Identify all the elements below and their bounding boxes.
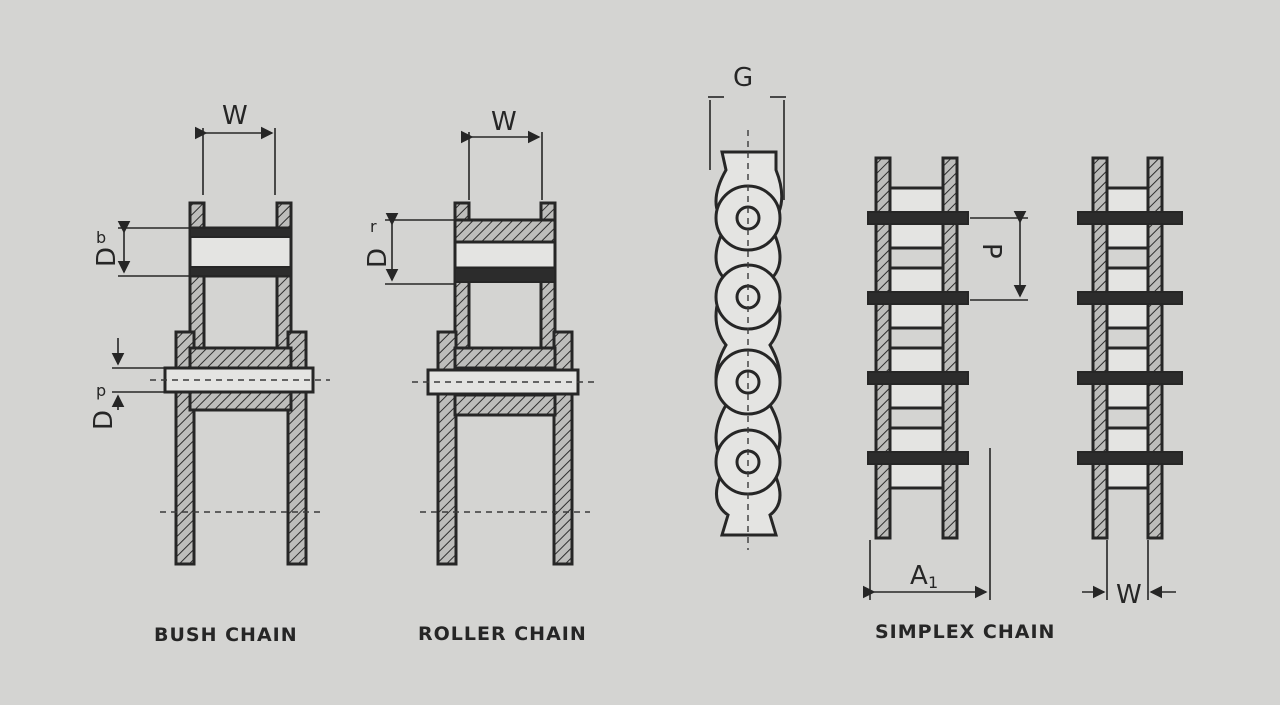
bush-db-dimension: D b — [92, 220, 190, 277]
bush-db-subscript: b — [96, 228, 106, 247]
bush-sleeve-top-edge — [189, 227, 292, 238]
bush-lower-sleeve-top — [188, 346, 293, 370]
roller-lower-sleeve-bottom — [453, 393, 557, 417]
bush-db-label: D — [92, 247, 122, 267]
link-roller-3 — [714, 348, 782, 416]
bush-w-dimension: W — [194, 101, 276, 195]
chain-link-side-view: G — [708, 63, 786, 550]
roller-chain-figure: W D r ROLLER CHAIN — [363, 107, 594, 645]
simplex-pin-4 — [867, 451, 969, 465]
link-pin-hole-3 — [735, 369, 761, 395]
simplex-a1-label: A — [910, 561, 928, 591]
simplex-chain-caption: SIMPLEX CHAIN — [875, 621, 1055, 643]
bush-chain-caption: BUSH CHAIN — [154, 624, 298, 646]
roller-outer-plate-right — [552, 330, 574, 566]
roller-outer-plate-left — [436, 330, 458, 566]
roller-bush — [453, 240, 557, 270]
roller-dr-subscript: r — [370, 217, 377, 236]
bush-dp-dimension: D p — [89, 338, 165, 430]
simplex2-pin-3 — [1077, 371, 1183, 385]
bush-chain-figure: W D b D p — [89, 101, 330, 646]
simplex-pin-3 — [867, 371, 969, 385]
roller-lower-sleeve-top — [453, 346, 557, 370]
roller-sleeve-top — [453, 218, 557, 244]
simplex2-pin-1 — [1077, 211, 1183, 225]
roller-dr-label: D — [363, 248, 393, 268]
simplex-a1-dimension: A 1 — [862, 448, 991, 600]
roller-w-label: W — [491, 107, 517, 137]
link-g-dimension: G — [708, 63, 786, 200]
simplex2-pin-2 — [1077, 291, 1183, 305]
simplex-a1-subscript: 1 — [928, 573, 938, 592]
link-g-label: G — [733, 63, 753, 93]
simplex-p-dimension: P — [970, 210, 1028, 301]
simplex-p-label: P — [976, 243, 1006, 259]
roller-sleeve-bottom — [454, 267, 556, 283]
bush-dp-label: D — [89, 410, 119, 430]
roller-w-dimension: W — [460, 107, 543, 200]
simplex-w-dimension: W — [1082, 540, 1176, 610]
bush-w-label: W — [222, 101, 248, 131]
bush-dp-subscript: p — [96, 381, 106, 400]
roller-dr-dimension: D r — [363, 212, 455, 285]
simplex2-pin-4 — [1077, 451, 1183, 465]
simplex-pin-1 — [867, 211, 969, 225]
bush-sleeve-bottom-edge — [189, 266, 292, 277]
roller-chain-caption: ROLLER CHAIN — [418, 623, 587, 645]
simplex-w-label: W — [1116, 580, 1142, 610]
simplex-chain-figure: P A 1 W SIMPLEX CHAIN — [862, 156, 1183, 643]
simplex-pin-2 — [867, 291, 969, 305]
